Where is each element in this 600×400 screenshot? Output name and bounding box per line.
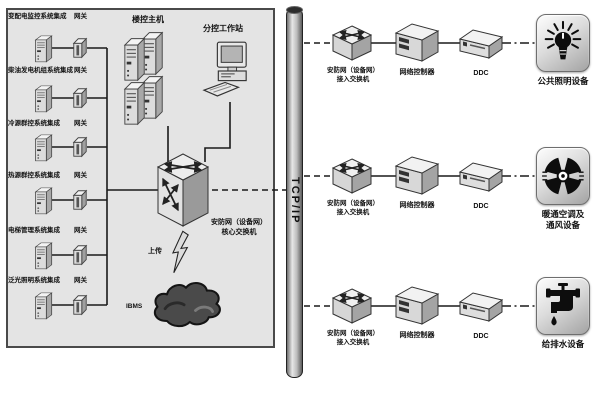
workstation-label: 分控工作站	[203, 24, 243, 33]
device-label-line1: 给排水设备	[541, 339, 585, 349]
gateway-icon	[73, 137, 87, 157]
integration-label: 泛光照明系统集成	[8, 277, 60, 284]
network-controller-label: 网络控制器	[399, 332, 435, 339]
server-icon	[35, 85, 53, 113]
core-switch-label-line1: 安防网（设备网）	[211, 219, 267, 226]
access-switch-label-line1: 安防网（设备网）	[327, 330, 379, 337]
server-icon	[35, 242, 53, 270]
backbone-links	[212, 42, 332, 307]
ddc-label: DDC	[473, 333, 489, 340]
network-controller-label: 网络控制器	[399, 69, 435, 76]
light-bulb-icon	[536, 14, 590, 72]
upload-label: 上传	[148, 248, 162, 255]
ddc-icon	[459, 29, 503, 59]
device-label: 给排水设备	[530, 339, 596, 350]
ddc-label: DDC	[473, 203, 489, 210]
ddc-label: DDC	[473, 70, 489, 77]
network-controller-icon	[395, 286, 439, 325]
integration-label: 柴油发电机组系统集成	[8, 67, 73, 74]
access-switch-label-line1: 安防网（设备网）	[327, 67, 379, 74]
gateway-icon	[73, 38, 87, 58]
cloud-icon	[153, 281, 222, 328]
gateway-icon	[73, 88, 87, 108]
access-switch-label-line2: 接入交换机	[336, 209, 370, 216]
faucet-glyph	[546, 283, 580, 326]
workstation-icon	[203, 41, 247, 97]
device-label-line2: 通风设备	[545, 220, 580, 230]
server-icon	[35, 134, 53, 162]
network-controller-label: 网络控制器	[399, 202, 435, 209]
gateway-label: 网关	[74, 120, 87, 127]
faucet-icon	[536, 277, 590, 335]
ddc-icon	[459, 162, 503, 192]
network-controller-icon	[395, 156, 439, 195]
integration-label: 变配电监控系统集成	[8, 13, 67, 20]
ddc-icon	[459, 292, 503, 322]
server-icon	[35, 187, 53, 215]
gateway-icon	[73, 245, 87, 265]
core-switch-label: 安防网（设备网） 核心交换机	[200, 218, 278, 238]
server-icon	[35, 35, 53, 63]
access-switch-label: 安防网（设备网） 接入交换机	[322, 329, 384, 347]
backbone-label: TCP/IP	[289, 177, 301, 225]
device-label-line1: 暖通空调及	[541, 209, 585, 219]
server-icon	[35, 292, 53, 320]
gateway-label: 网关	[74, 227, 87, 234]
network-controller-icon	[395, 23, 439, 62]
access-switch-label-line2: 接入交换机	[336, 76, 370, 83]
fan-icon	[536, 147, 590, 205]
device-label: 公共照明设备	[530, 76, 596, 87]
gateway-label: 网关	[74, 277, 87, 284]
gateway-label: 网关	[74, 67, 87, 74]
device-links	[502, 42, 536, 307]
integration-label: 热源群控系统集成	[8, 172, 60, 179]
access-switch-label-line1: 安防网（设备网）	[327, 200, 379, 207]
access-switch-label-line2: 接入交换机	[336, 339, 370, 346]
device-label-line1: 公共照明设备	[537, 76, 589, 86]
access-switch-icon	[331, 24, 373, 62]
access-switch-icon	[331, 157, 373, 195]
panel-links	[52, 47, 231, 306]
fan-glyph	[542, 155, 584, 197]
gateway-icon	[73, 295, 87, 315]
integration-label: 电梯管理系统集成	[8, 227, 60, 234]
backbone-pipe-cap	[286, 6, 303, 14]
host-label: 楼控主机	[132, 15, 164, 24]
access-switch-label: 安防网（设备网） 接入交换机	[322, 199, 384, 217]
light-bulb-glyph	[544, 20, 582, 61]
core-switch-label-line2: 核心交换机	[221, 229, 257, 236]
branch-links	[371, 42, 460, 307]
gateway-label: 网关	[74, 172, 87, 179]
gateway-label: 网关	[74, 13, 87, 20]
host-server-icon	[124, 82, 145, 125]
access-switch-label: 安防网（设备网） 接入交换机	[322, 66, 384, 84]
gateway-icon	[73, 190, 87, 210]
integration-label: 冷源群控系统集成	[8, 120, 60, 127]
cloud-label: IBMS	[126, 303, 143, 310]
device-label: 暖通空调及 通风设备	[530, 209, 596, 231]
access-switch-icon	[331, 287, 373, 325]
